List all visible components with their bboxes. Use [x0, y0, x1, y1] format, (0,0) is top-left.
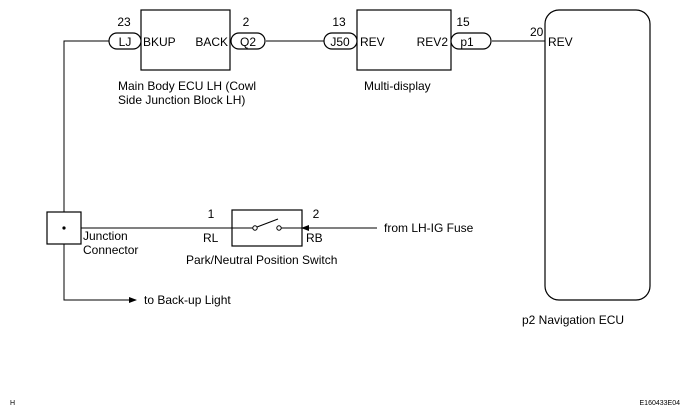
- pin-sw-left-number: 1: [208, 207, 215, 221]
- wire-to-backup-light: [63, 244, 137, 303]
- connector-q2: [230, 32, 266, 50]
- main-body-ecu-box: [140, 9, 231, 71]
- switch-term-rb: RB: [306, 231, 323, 245]
- main-body-ecu-label-line2: Side Junction Block LH): [118, 93, 245, 107]
- wire-junction-to-lj: [63, 40, 110, 230]
- corner-code-right: E160433E04: [640, 400, 681, 407]
- switch-blade: [256, 218, 279, 228]
- to-backup-light-label: to Back-up Light: [144, 293, 231, 307]
- pin-p1-number: 15: [456, 15, 470, 29]
- switch-contact-right: [276, 225, 282, 231]
- connector-p1-label: p1: [460, 35, 474, 49]
- multi-display-label: Multi-display: [364, 79, 431, 93]
- multi-display-term-rev2: REV2: [417, 35, 449, 49]
- park-neutral-switch-label: Park/Neutral Position Switch: [186, 253, 337, 267]
- pin-lj-number: 23: [117, 15, 131, 29]
- navigation-ecu-box: [544, 9, 651, 301]
- pin-sw-right-number: 2: [313, 207, 320, 221]
- connector-q2-label: Q2: [240, 35, 256, 49]
- junction-connector-label-line2: Connector: [83, 243, 138, 257]
- connector-j50-label: J50: [330, 35, 350, 49]
- connector-lj-label: LJ: [119, 35, 132, 49]
- navigation-ecu-label: p2 Navigation ECU: [522, 313, 624, 327]
- connector-lj: [108, 32, 142, 50]
- from-fuse-label: from LH-IG Fuse: [384, 221, 474, 235]
- switch-contact-left: [252, 225, 258, 231]
- pin-j50-number: 13: [332, 15, 346, 29]
- junction-connector-label-line1: Junction: [83, 229, 128, 243]
- corner-code-left: H: [10, 400, 15, 407]
- main-body-ecu-term-bkup: BKUP: [143, 35, 176, 49]
- main-body-ecu-term-back: BACK: [195, 35, 228, 49]
- connector-j50: [323, 32, 358, 50]
- pin-q2-number: 2: [243, 15, 250, 29]
- navigation-ecu-term-rev: REV: [548, 35, 573, 49]
- main-body-ecu-label-line1: Main Body ECU LH (Cowl: [118, 79, 256, 93]
- multi-display-box: [356, 9, 452, 71]
- pin-nav-number: 20: [530, 25, 544, 39]
- multi-display-term-rev: REV: [360, 35, 385, 49]
- junction-node: [62, 226, 66, 230]
- connector-p1: [450, 32, 492, 50]
- switch-term-rl: RL: [203, 231, 219, 245]
